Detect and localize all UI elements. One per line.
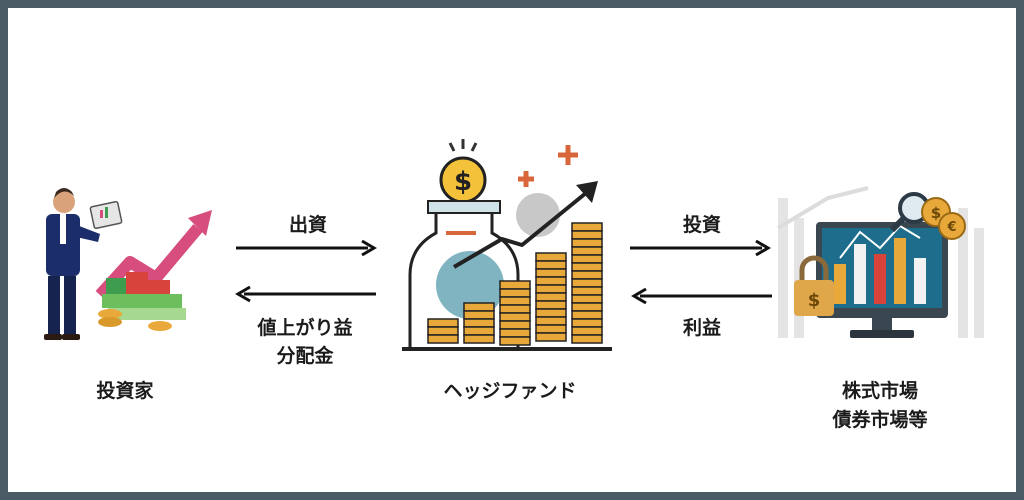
svg-text:$: $ xyxy=(931,204,941,222)
returns-label-line2: 分配金 xyxy=(276,345,334,367)
investor-icon xyxy=(44,188,212,340)
svg-text:$: $ xyxy=(454,167,472,197)
profit-arrow xyxy=(631,287,772,305)
profit-label: 利益 xyxy=(682,317,721,339)
markets-label-line2: 債券市場等 xyxy=(832,409,928,431)
hedge-fund-icon: $ xyxy=(402,139,612,351)
returns-label-line1: 値上がり益 xyxy=(257,317,353,339)
markets-icon: $ € $ xyxy=(776,186,984,338)
returns-arrow xyxy=(235,285,376,303)
capital-arrow xyxy=(236,239,377,257)
svg-text:€: € xyxy=(946,220,956,235)
svg-text:$: $ xyxy=(808,290,821,311)
investment-label: 投資 xyxy=(682,214,721,236)
investment-arrow xyxy=(630,239,771,257)
markets-label-line1: 株式市場 xyxy=(841,380,918,402)
capital-label: 出資 xyxy=(288,214,327,236)
hedge-fund-label: ヘッジファンド xyxy=(443,380,577,402)
investor-label: 投資家 xyxy=(96,380,154,402)
